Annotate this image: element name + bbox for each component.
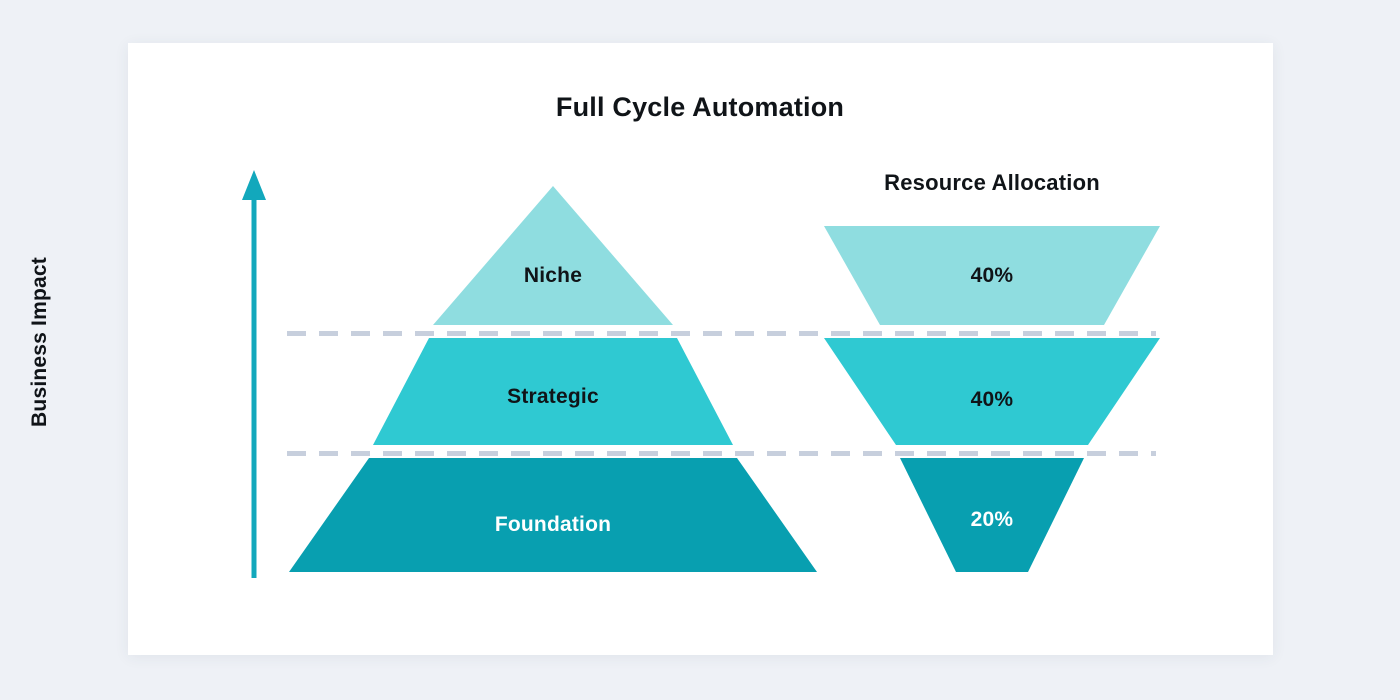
page-title: Full Cycle Automation (555, 92, 845, 122)
divider-line-lower (287, 451, 1156, 456)
funnel-value-strategic: 40% (970, 388, 1014, 411)
pyramid-label-foundation: Foundation (494, 513, 612, 536)
funnel-value-foundation: 20% (970, 508, 1014, 531)
y-axis-label: Business Impact (28, 257, 51, 427)
resource-allocation-heading: Resource Allocation (884, 170, 1100, 195)
content-card (128, 43, 1273, 655)
funnel-value-niche: 40% (970, 264, 1014, 287)
pyramid-label-niche: Niche (523, 264, 583, 287)
business-impact-axis-arrow (242, 170, 266, 578)
pyramid-label-strategic: Strategic (507, 385, 599, 408)
divider-line-upper (287, 331, 1156, 336)
